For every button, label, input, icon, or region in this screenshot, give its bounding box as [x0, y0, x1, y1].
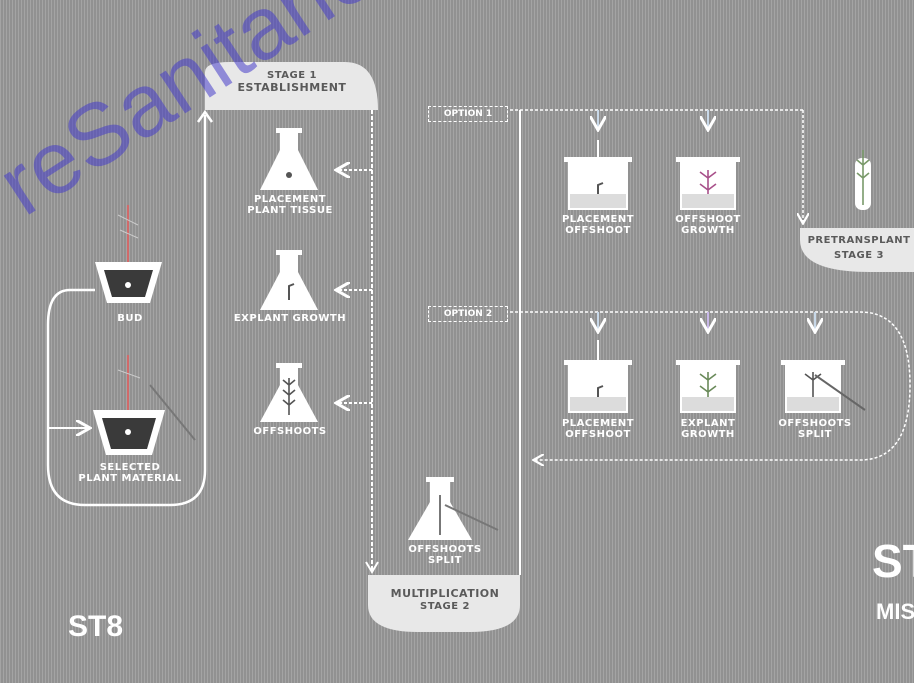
label-offshoots: OFFSHOOTS	[253, 426, 327, 437]
stage2-subtitle: STAGE 2	[420, 601, 470, 612]
opt2-label-split: OFFSHOOTS SPLIT	[778, 418, 852, 440]
stage3-capsule	[800, 228, 914, 272]
flask-placement	[260, 128, 318, 190]
option2-loop	[510, 311, 911, 460]
left-loop-line	[46, 115, 207, 507]
opt2-label-placement: PLACEMENT OFFSHOOT	[561, 418, 635, 440]
label-bud: BUD	[117, 313, 143, 324]
label-offshoots-split-center: OFFSHOOTS SPLIT	[408, 544, 482, 566]
brand-logo-right-bottom: MIS	[876, 599, 914, 624]
down-arrow-stage2	[365, 561, 379, 574]
flask-multiplication	[408, 477, 499, 540]
opt1-label-growth: OFFSHOOT GROWTH	[675, 214, 741, 236]
beaker-opt2-growth	[676, 360, 740, 413]
opt1-label-placement: PLACEMENT OFFSHOOT	[561, 214, 635, 236]
flask-explant	[260, 250, 318, 310]
label-selected-plant: SELECTED PLANT MATERIAL	[78, 462, 182, 484]
option1-tag: OPTION 1	[428, 106, 508, 122]
stage1-capsule	[205, 62, 378, 110]
stage2-capsule	[368, 575, 520, 632]
pot-bud	[95, 205, 162, 303]
label-placement-tissue: PLACEMENT PLANT TISSUE	[247, 194, 333, 216]
flask-offshoots	[260, 363, 318, 422]
brand-logo-right-top: ST	[872, 535, 914, 587]
stage2-title: MULTIPLICATION	[390, 587, 500, 600]
test-tube	[855, 150, 871, 210]
stage1-subtitle: ESTABLISHMENT	[237, 81, 347, 94]
loop-up-arrow	[196, 109, 214, 123]
label-explant-growth: EXPLANT GROWTH	[233, 313, 347, 324]
beaker-opt2-placement	[564, 340, 632, 413]
stage3-title: PRETRANSPLANT	[807, 235, 911, 246]
stage1-title: STAGE 1	[267, 70, 317, 81]
opt2-label-growth: EXPLANT GROWTH	[680, 418, 736, 440]
beaker-opt2-split	[781, 360, 866, 413]
beaker-opt1-growth	[676, 157, 740, 210]
stage3-subtitle: STAGE 3	[834, 250, 884, 261]
beaker-opt1-placement	[564, 140, 632, 210]
brand-logo-left: ST8	[68, 610, 124, 643]
option2-tag: OPTION 2	[428, 306, 508, 322]
pot-selected	[93, 355, 196, 455]
